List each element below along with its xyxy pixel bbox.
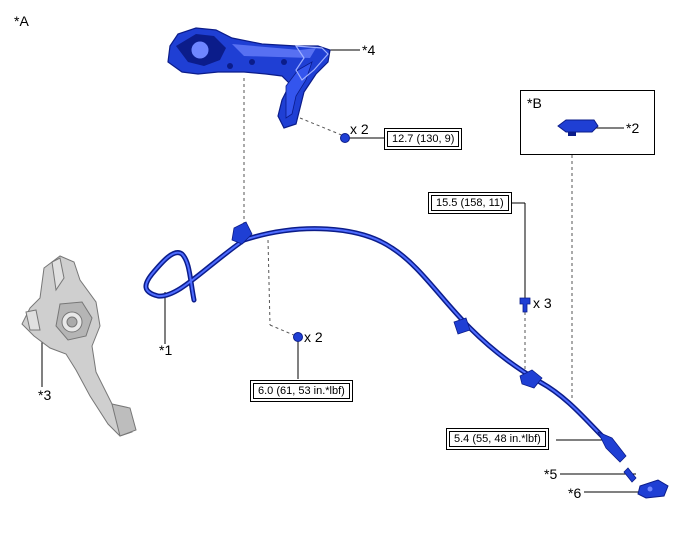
callout-part-3: *3 (38, 387, 52, 403)
detail-clip-part (557, 119, 599, 136)
pedal-bracket-part (167, 27, 331, 129)
callout-part-5: *5 (544, 466, 558, 482)
torque-box-upper: 12.7 (130, 9) (384, 128, 463, 150)
torque-box-right: 15.5 (158, 11) (428, 192, 512, 214)
cable-clips (231, 221, 637, 483)
dashed-line-clip-bolt (269, 324, 297, 337)
torque-value-lower: 6.0 (61, 53 in.*lbf) (253, 383, 350, 399)
torque-value-upper: 12.7 (130, 9) (387, 131, 460, 147)
detail-view-box: *B *2 (520, 90, 655, 155)
qty-upper-bolts: x 2 (350, 121, 369, 137)
dashed-line-cable-clip (267, 239, 271, 326)
bolt-upper (340, 133, 350, 143)
bolt-right (519, 297, 531, 313)
detail-view-label: *B (527, 95, 542, 111)
qty-right-bolts: x 3 (533, 295, 552, 311)
bolt-lower (293, 332, 303, 342)
view-label: *A (14, 13, 29, 29)
cable-end-fitting-part (637, 479, 669, 499)
callout-part-1: *1 (159, 342, 173, 358)
torque-box-lower: 6.0 (61, 53 in.*lbf) (250, 380, 353, 402)
detail-part-callout: *2 (626, 120, 640, 136)
torque-value-end: 5.4 (55, 48 in.*lbf) (449, 431, 546, 447)
solid-leader-lines (41, 49, 640, 493)
dashed-line-bracket-bolt (299, 117, 345, 137)
callout-part-4: *4 (362, 42, 376, 58)
dashed-guide-lines (243, 78, 573, 400)
torque-box-end: 5.4 (55, 48 in.*lbf) (446, 428, 549, 450)
qty-lower-bolts: x 2 (304, 329, 323, 345)
pedal-assembly-part (21, 255, 137, 437)
callout-part-6: *6 (568, 485, 582, 501)
brake-cable-part (143, 226, 623, 455)
torque-value-right: 15.5 (158, 11) (431, 195, 509, 211)
